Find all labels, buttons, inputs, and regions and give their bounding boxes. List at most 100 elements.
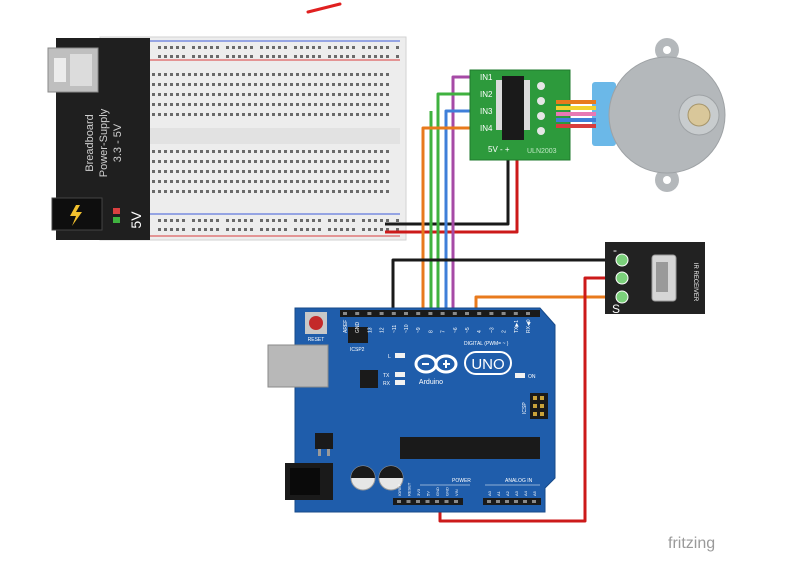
motor-wire-red [556, 124, 596, 128]
digital-pin-hole [501, 312, 506, 315]
breadboard-hole [266, 180, 269, 183]
digital-pin-holes [343, 312, 530, 315]
rail-holes-bottom [158, 219, 399, 231]
breadboard-hole [290, 180, 293, 183]
breadboard-hole [170, 170, 173, 173]
bottom-pin-holes [397, 500, 536, 503]
breadboard-hole [362, 160, 365, 163]
led-tx [395, 372, 405, 377]
breadboard-hole [176, 150, 179, 153]
breadboard-hole [308, 103, 311, 106]
breadboard-hole [236, 73, 239, 76]
analog-pin-header[interactable] [483, 498, 541, 505]
breadboard-hole [314, 113, 317, 116]
breadboard-hole [200, 103, 203, 106]
breadboard-hole [386, 83, 389, 86]
rail-hole [192, 219, 195, 222]
breadboard-hole [224, 93, 227, 96]
rail-hole [226, 55, 229, 58]
breadboard-hole [296, 180, 299, 183]
rail-hole [158, 46, 161, 49]
breadboard-hole [158, 113, 161, 116]
breadboard-hole [344, 150, 347, 153]
uno-badge [464, 351, 512, 375]
breadboard-hole [344, 170, 347, 173]
breadboard-hole [278, 113, 281, 116]
digital-pin-hole [428, 312, 433, 315]
breadboard-hole [284, 83, 287, 86]
breadboard-hole [176, 160, 179, 163]
breadboard-hole [266, 103, 269, 106]
rail-hole [182, 55, 185, 58]
breadboard-hole [230, 113, 233, 116]
power-pin-label: GND [435, 487, 440, 496]
digital-pin-label: 4 [477, 330, 483, 333]
breadboard-hole [344, 73, 347, 76]
breadboard-hole [254, 73, 257, 76]
ir-pin-signal[interactable] [615, 290, 629, 304]
breadboard-hole [212, 83, 215, 86]
breadboard-hole [380, 180, 383, 183]
rail-hole [312, 46, 315, 49]
breadboard-hole [242, 170, 245, 173]
rail-hole [158, 55, 161, 58]
digital-pin-header[interactable] [340, 310, 540, 317]
breadboard-hole [308, 113, 311, 116]
arduino-usb-port[interactable] [267, 344, 329, 388]
capacitor-2-band [379, 466, 403, 478]
breadboard-hole [350, 150, 353, 153]
digital-pin-hole [367, 312, 372, 315]
breadboard-hole [188, 93, 191, 96]
driver-leds [537, 82, 545, 135]
breadboard-hole [164, 73, 167, 76]
breadboard-hole [152, 73, 155, 76]
breadboard-hole [194, 150, 197, 153]
breadboard-hole [296, 113, 299, 116]
breadboard-hole [152, 160, 155, 163]
breadboard-hole [350, 113, 353, 116]
rail-hole [340, 46, 343, 49]
arduino-brand-label: Arduino [419, 379, 443, 386]
rail-hole [346, 55, 349, 58]
hole-grid-lower [152, 150, 389, 193]
ir-pin-gnd[interactable] [615, 253, 629, 267]
breadboard-hole [248, 83, 251, 86]
ir-pin-vcc[interactable] [615, 271, 629, 285]
breadboard-hole [302, 170, 305, 173]
rail-hole [294, 55, 297, 58]
breadboard-hole [386, 170, 389, 173]
breadboard-hole [332, 113, 335, 116]
breadboard-hole [266, 83, 269, 86]
rail-hole [244, 219, 247, 222]
analog-pin-hole [496, 500, 500, 503]
rail-hole [346, 46, 349, 49]
breadboard-hole [242, 160, 245, 163]
breadboard-hole [278, 170, 281, 173]
breadboard-hole [260, 160, 263, 163]
breadboard-hole [350, 160, 353, 163]
wire-in2-green [436, 92, 478, 317]
capacitor-1-band [351, 466, 375, 478]
usb-port-housing [70, 54, 92, 86]
rail-hole [176, 219, 179, 222]
breadboard-hole [158, 93, 161, 96]
rail-hole [294, 228, 297, 231]
reset-button[interactable] [309, 316, 323, 330]
breadboard-hole [350, 190, 353, 193]
breadboard-hole [194, 180, 197, 183]
breadboard-hole [218, 83, 221, 86]
breadboard-hole [254, 150, 257, 153]
icsp-pin [540, 396, 544, 400]
analog-pin-label: A4 [523, 490, 528, 496]
breadboard-hole [152, 113, 155, 116]
breadboard-hole [164, 190, 167, 193]
ir-pin-minus-label: - [613, 243, 617, 257]
rail-hole [192, 55, 195, 58]
rail-hole [374, 219, 377, 222]
rail-hole [226, 228, 229, 231]
breadboard-hole [326, 103, 329, 106]
breadboard-hole [176, 113, 179, 116]
driver-chip [502, 76, 524, 140]
breadboard-hole [278, 190, 281, 193]
breadboard-hole [236, 170, 239, 173]
